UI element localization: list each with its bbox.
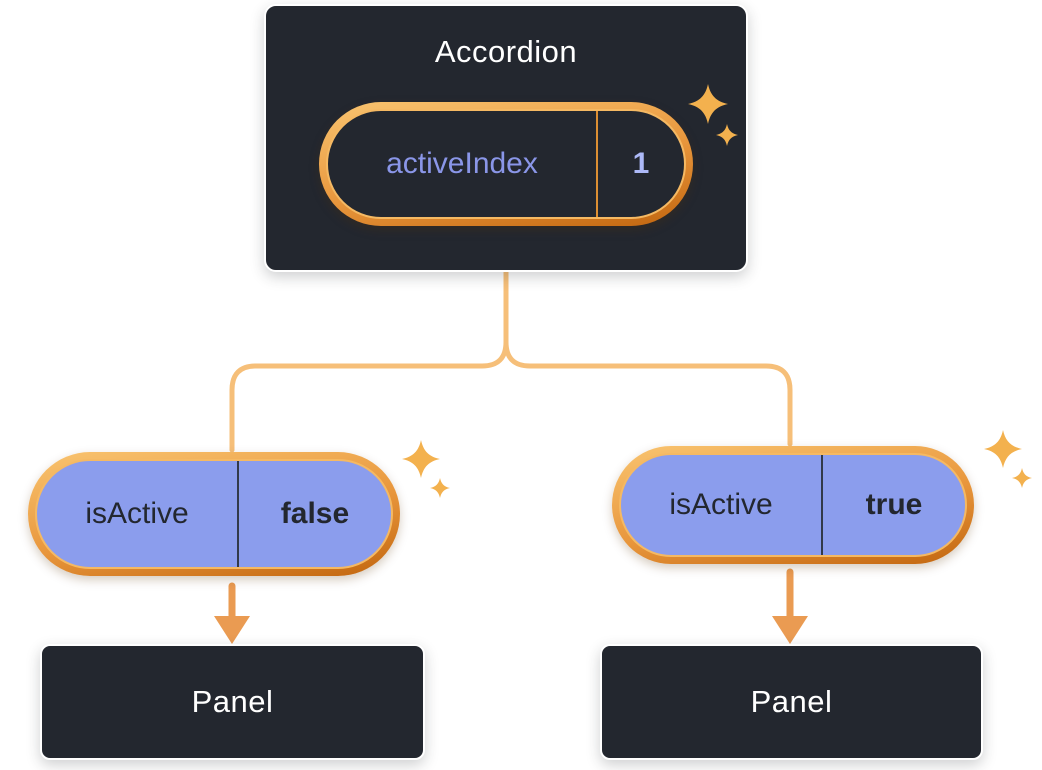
sparkle-icon — [984, 430, 1022, 468]
panel-title: Panel — [191, 684, 274, 719]
prop-label: isActive — [85, 497, 189, 530]
panel-node-left: Panel — [40, 644, 425, 760]
branch-right-line — [503, 269, 793, 447]
panel-title: Panel — [750, 684, 833, 719]
accordion-node: Accordion activeIndex 1 — [264, 4, 748, 272]
prop-pill-isactive-true: isActive true — [612, 446, 974, 564]
pill-divider — [821, 455, 823, 555]
prop-value: false — [280, 497, 350, 530]
accordion-title: Accordion — [434, 34, 578, 69]
prop-value: true — [865, 488, 923, 521]
pill-divider — [596, 111, 598, 217]
branch-left-line — [229, 269, 509, 453]
state-label: activeIndex — [386, 147, 538, 180]
prop-label: isActive — [669, 488, 773, 521]
state-pill-active-index: activeIndex 1 — [319, 102, 693, 226]
sparkle-icon — [430, 478, 450, 498]
arrow-down-icon — [214, 582, 250, 644]
pill-divider — [237, 461, 239, 567]
panel-node-right: Panel — [600, 644, 983, 760]
sparkle-icon — [402, 440, 440, 478]
arrow-down-icon — [772, 568, 808, 644]
prop-pill-isactive-false: isActive false — [28, 452, 400, 576]
sparkle-icon — [1012, 468, 1032, 488]
state-value: 1 — [632, 147, 650, 180]
